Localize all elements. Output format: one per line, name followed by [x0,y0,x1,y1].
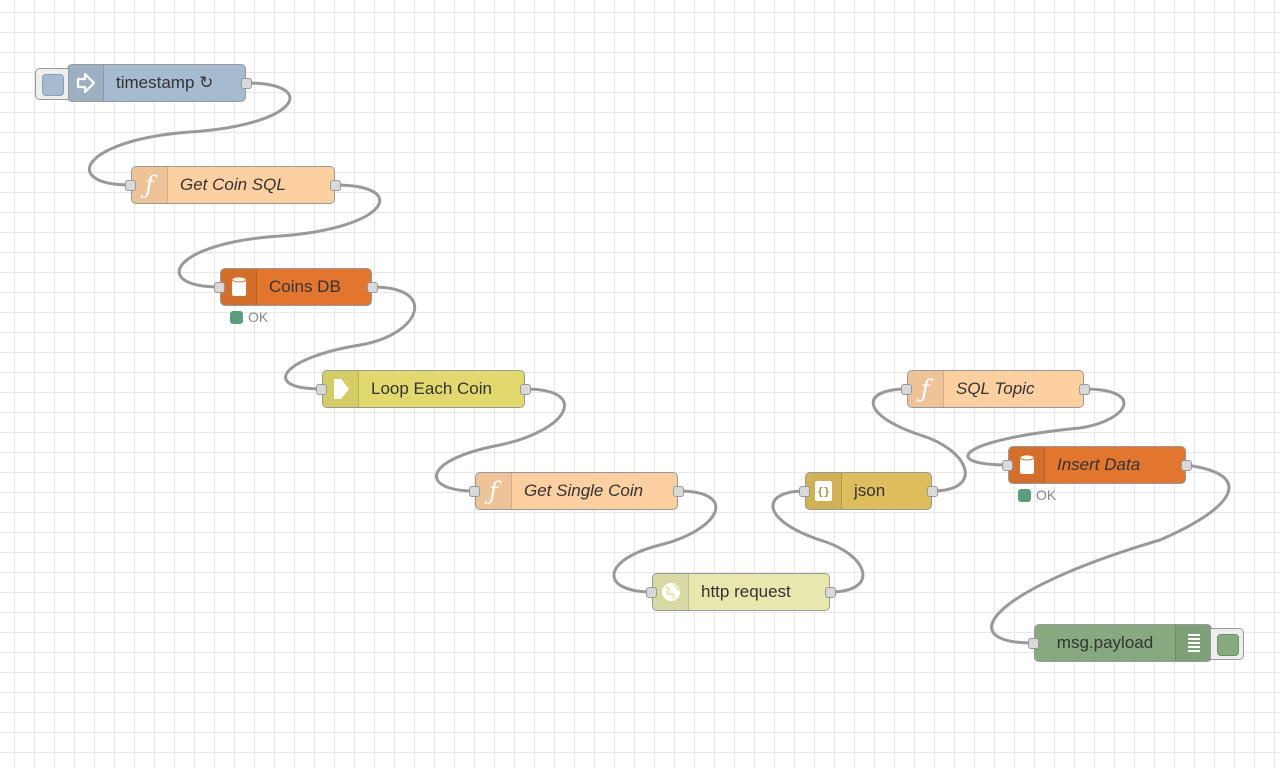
function-icon: ƒ [476,473,512,509]
debug-toggle-button[interactable] [1210,628,1244,660]
arrow-in-icon [68,65,104,101]
output-port[interactable] [927,486,938,497]
output-port[interactable] [1181,460,1192,471]
input-port[interactable] [125,180,136,191]
json-icon: {} [806,473,842,509]
wire[interactable] [871,387,967,493]
node-get-coin-sql[interactable]: ƒ Get Coin SQL [125,166,341,204]
function-icon: ƒ [908,371,944,407]
wire[interactable] [990,463,1231,645]
status-dot-icon [1018,488,1031,502]
node-get-single-coin[interactable]: ƒ Get Single Coin [469,472,684,510]
input-port[interactable] [1002,460,1013,471]
output-port[interactable] [1079,384,1090,395]
node-label: Coins DB [269,277,341,296]
node-coins-db[interactable]: Coins DB [214,268,378,306]
status-text: OK [248,309,269,325]
wire[interactable] [966,387,1126,467]
input-port[interactable] [901,384,912,395]
function-icon: ƒ [132,167,168,203]
debug-list-icon [1175,625,1211,661]
wire[interactable] [612,489,718,594]
node-timestamp[interactable]: timestamp ↻ [35,64,252,102]
input-port[interactable] [469,486,480,497]
input-port[interactable] [316,384,327,395]
node-json[interactable]: {} json [799,472,938,510]
node-label: http request [701,582,791,601]
node-msg-payload[interactable]: msg.payload [1028,624,1244,662]
input-port[interactable] [646,587,657,598]
node-label: SQL Topic [956,379,1035,398]
inject-button-square [42,74,64,96]
database-icon [221,269,257,305]
wire[interactable] [771,489,865,594]
input-port[interactable] [214,282,225,293]
output-port[interactable] [330,180,341,191]
output-port[interactable] [825,587,836,598]
output-port[interactable] [520,384,531,395]
node-label: Get Single Coin [524,481,644,500]
debug-toggle-square [1217,634,1239,656]
globe-icon [653,574,689,610]
input-port[interactable] [799,486,810,497]
output-port[interactable] [673,486,684,497]
node-label: Get Coin SQL [180,175,286,194]
node-label: Insert Data [1057,455,1141,474]
status-coins-db: OK [230,309,268,325]
database-icon [1009,447,1045,483]
wire[interactable] [87,81,292,187]
output-port[interactable] [367,282,378,293]
node-label: json [854,481,886,500]
node-label: msg.payload [1056,633,1154,652]
node-http-request[interactable]: http request [646,573,836,611]
status-dot-icon [230,310,243,324]
node-insert-data[interactable]: Insert Data [1002,446,1192,484]
status-insert-data: OK [1018,487,1056,503]
node-sql-topic[interactable]: ƒ SQL Topic [901,370,1090,408]
wire[interactable] [177,183,382,289]
wire[interactable] [284,285,417,391]
node-label: timestamp ↻ [116,73,214,92]
node-loop-each-coin[interactable]: Loop Each Coin [316,370,531,408]
node-label: Loop Each Coin [371,379,492,398]
wire[interactable] [434,387,566,493]
status-text: OK [1036,487,1057,503]
output-port[interactable] [241,78,252,89]
split-icon [323,371,359,407]
input-port[interactable] [1028,638,1039,649]
inject-button[interactable] [35,68,69,100]
